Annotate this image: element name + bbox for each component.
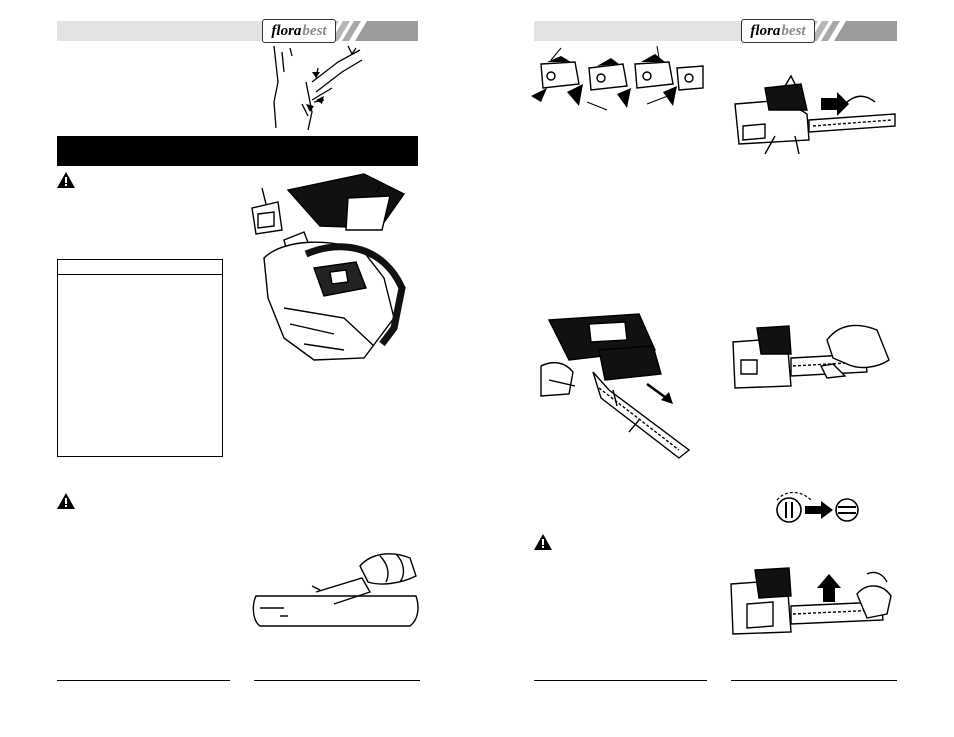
logo-text-best: best [781,22,806,39]
footer-rule-right [254,680,420,681]
chain-guide-detail [273,45,363,131]
warning-triangle-icon [57,493,75,509]
warning-triangle-icon [534,534,552,550]
chainsaw-chain-check [732,324,890,389]
chainsaw-tension-adjust [734,74,896,154]
logo-text-flora: flora [271,22,302,39]
chainsaw-bar-lift [730,567,892,635]
table-header-divider [58,274,222,275]
guide-bar-cleaning [252,553,419,627]
logo-text-flora: flora [750,22,781,39]
chainsaw-cover-removal [251,173,406,361]
chainsaw-bar-mounting [540,313,691,459]
header-stripes [57,21,418,41]
footer-rule-left [534,680,707,681]
logo-text-best: best [302,22,327,39]
footer-rule-left [57,680,230,681]
warning-triangle-icon [57,172,75,188]
footer-rule-right [731,680,897,681]
section-banner [57,136,418,166]
header-stripes [534,21,897,41]
screw-rotation [776,491,859,523]
specification-table [57,259,223,457]
saw-chain-links [531,45,704,111]
